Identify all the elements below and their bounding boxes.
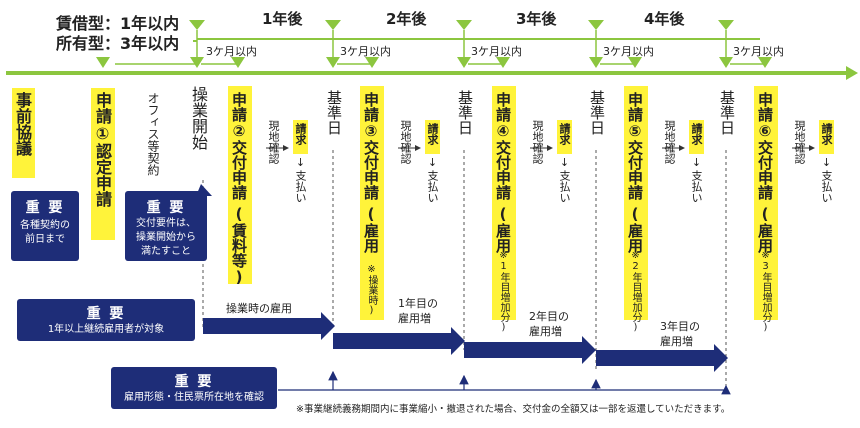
visit-1: 現地確認: [267, 120, 280, 164]
app4-note: ※1年目増加分): [498, 250, 509, 333]
app5-box: [624, 86, 648, 320]
note-2-line3: 満たすこと: [141, 246, 191, 257]
pay-arrow-5: ↓: [820, 156, 833, 169]
employment-0-label: 操業時の雇用: [226, 302, 292, 315]
note-2-line2: 操業開始から: [136, 232, 196, 243]
app4-box: [492, 86, 516, 320]
employment-1-label-l1: 1年目の: [398, 297, 438, 310]
app1-box: [91, 88, 115, 240]
year-3-label: 3年後: [512, 8, 561, 29]
pay-5: 支払い: [820, 170, 833, 203]
app6-note: ※3年目増加分): [760, 250, 771, 333]
claim-1-box: [293, 120, 308, 154]
year-4-label: 4年後: [640, 8, 689, 29]
employment-2-label-l2: 雇用増: [529, 325, 562, 338]
visit-3: 現地確認: [531, 120, 544, 164]
claim-3: 請求: [558, 123, 571, 145]
note-box-confirm: 重 要 雇用形態・住民票所在地を確認: [112, 368, 276, 408]
claim-2: 請求: [426, 123, 439, 145]
year-2-label: 2年後: [382, 8, 431, 29]
app4-label: 申請④交付申請: [494, 92, 512, 200]
pay-4: 支払い: [690, 170, 703, 203]
app5-sub: (雇用: [626, 205, 644, 253]
app3-note: ※操業時): [366, 264, 377, 316]
base-day-2: 基準日: [456, 90, 474, 135]
note-box-contract: 重 要 各種契約の前日まで: [12, 192, 78, 260]
note-1-body: 各種契約の前日まで: [20, 220, 70, 245]
note-2-line1: 交付要件は、: [136, 218, 196, 229]
app4-sub: (雇用: [494, 205, 512, 253]
app1-label: 申請①認定申請: [93, 92, 112, 207]
pay-arrow-1: ↓: [294, 156, 307, 169]
pay-1: 支払い: [294, 170, 307, 203]
pay-2: 支払い: [426, 170, 439, 203]
employment-1-label-l2: 雇用増: [398, 312, 431, 325]
employment-2-label-l1: 2年目の: [529, 310, 569, 323]
note-3-body: 1年以上継続雇用者が対象: [47, 324, 165, 335]
claim-4-box: [689, 120, 704, 154]
claim-3-box: [557, 120, 572, 154]
note-box-employee: 重 要 1年以上継続雇用者が対象: [18, 300, 194, 340]
pay-arrow-4: ↓: [690, 156, 703, 169]
claim-5-box: [819, 120, 834, 154]
app6-box: [754, 86, 778, 320]
app3-label: 申請③交付申請: [362, 92, 380, 200]
year-1-label: 1年後: [258, 8, 307, 29]
note-1-title: 重 要: [25, 200, 65, 216]
pay-arrow-3: ↓: [558, 156, 571, 169]
note-3-title: 重 要: [86, 306, 126, 322]
office-contract-label: オフィス等契約: [146, 92, 160, 176]
app5-label: 申請⑤交付申請: [626, 92, 644, 200]
claim-1: 請求: [294, 123, 307, 145]
note-4-body: 雇用形態・住民票所在地を確認: [124, 392, 264, 403]
year-markers: [189, 20, 734, 30]
app3-sub: (雇用: [362, 205, 380, 253]
app3-box: [360, 86, 384, 320]
note-2-title: 重 要: [146, 200, 186, 216]
three-months-1: 3ケ月以内: [206, 45, 257, 58]
claim-4: 請求: [690, 123, 703, 145]
visit-5: 現地確認: [793, 120, 806, 164]
base-day-1: 基準日: [325, 90, 343, 135]
employment-3-label-l1: 3年目の: [660, 320, 700, 333]
three-months-4: 3ケ月以内: [603, 45, 654, 58]
claim-5: 請求: [820, 123, 833, 145]
three-months-2: 3ケ月以内: [340, 45, 391, 58]
operation-start-label: 操業開始: [189, 86, 208, 150]
pay-arrow-2: ↓: [426, 156, 439, 169]
app2-sub-label: (賃料等): [230, 205, 248, 286]
visit-4: 現地確認: [663, 120, 676, 164]
employment-3-label-l2: 雇用増: [660, 335, 693, 348]
footnote: ※事業継続義務期間内に事業縮小・撤退された場合、交付金の全額又は一部を返還してい…: [296, 404, 731, 415]
pre-consultation-label: 事前協議: [13, 92, 32, 156]
base-day-3: 基準日: [588, 90, 606, 135]
app2-label: 申請②交付申請: [230, 92, 248, 200]
three-months-5: 3ケ月以内: [733, 45, 784, 58]
pre-consultation-box: [12, 88, 35, 178]
lease-type-label: 賃借型：1年以内: [56, 14, 180, 33]
own-type-label: 所有型：3年以内: [56, 34, 180, 53]
base-day-4: 基準日: [718, 90, 736, 135]
note-4-title: 重 要: [174, 374, 214, 390]
app6-sub: (雇用: [756, 205, 774, 253]
pay-3: 支払い: [558, 170, 571, 203]
note-box-requirement: 重 要 交付要件は、 操業開始から 満たすこと: [126, 192, 206, 260]
claim-2-box: [425, 120, 440, 154]
app5-note: ※2年目増加分): [630, 250, 641, 333]
app2-box: [228, 86, 252, 284]
visit-2: 現地確認: [399, 120, 412, 164]
three-months-3: 3ケ月以内: [471, 45, 522, 58]
app6-label: 申請⑥交付申請: [756, 92, 774, 200]
